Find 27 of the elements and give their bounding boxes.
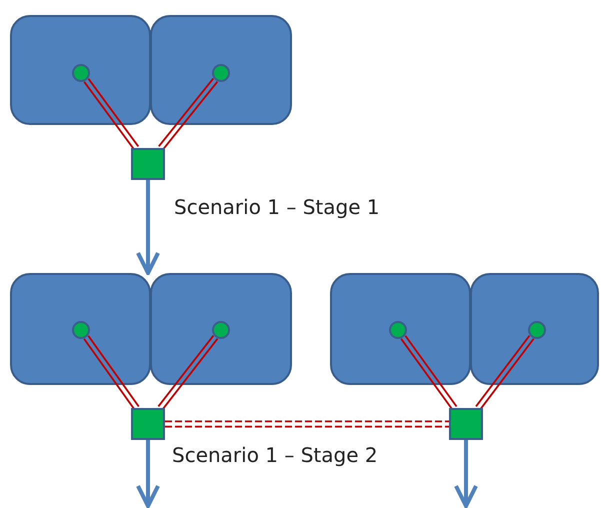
dashed-double-line bbox=[164, 420, 450, 428]
port-dot bbox=[72, 64, 90, 82]
port-dot bbox=[528, 321, 546, 339]
port-dot bbox=[389, 321, 407, 339]
rounded-block bbox=[150, 273, 292, 385]
rounded-block bbox=[330, 273, 471, 385]
arrow bbox=[454, 440, 478, 508]
rounded-block bbox=[470, 273, 599, 385]
port-dot bbox=[212, 64, 230, 82]
rounded-block bbox=[150, 15, 292, 125]
connector-square bbox=[131, 408, 165, 440]
double-line bbox=[157, 334, 218, 410]
double-line bbox=[158, 78, 218, 151]
port-dot bbox=[72, 321, 90, 339]
arrow bbox=[136, 180, 160, 275]
rounded-block bbox=[10, 273, 151, 385]
stage-caption: Scenario 1 – Stage 1 bbox=[174, 195, 380, 219]
connector-square bbox=[131, 148, 165, 180]
double-line bbox=[400, 334, 458, 410]
rounded-block bbox=[10, 15, 151, 125]
stage-caption: Scenario 1 – Stage 2 bbox=[172, 443, 378, 467]
double-line bbox=[83, 334, 140, 410]
connector-square bbox=[449, 408, 483, 440]
double-line bbox=[475, 334, 535, 410]
arrow bbox=[136, 440, 160, 508]
port-dot bbox=[212, 321, 230, 339]
double-line bbox=[83, 78, 140, 150]
